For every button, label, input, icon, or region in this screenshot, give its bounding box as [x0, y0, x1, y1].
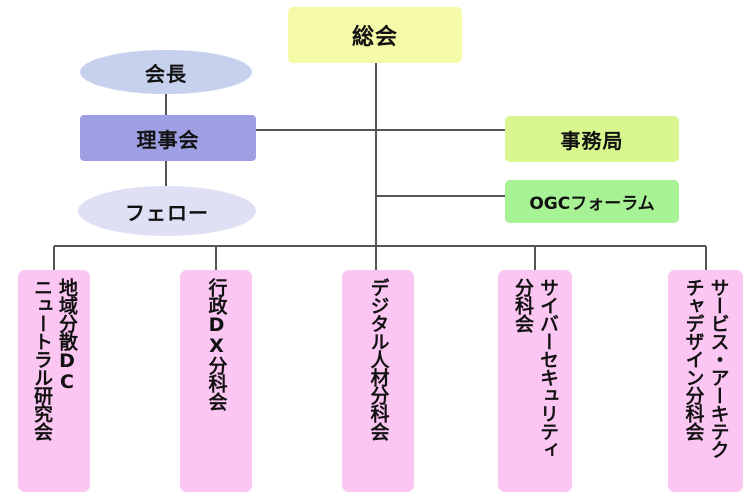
subcommittee-gov-dx: 行政DX分科会 — [180, 270, 252, 492]
subcommittee-label-line: デジタル人材分科会 — [367, 278, 390, 440]
subcommittee-label-line: サイバーセキュリティ — [537, 278, 559, 458]
secretariat-box: 事務局 — [505, 116, 679, 162]
subcommittee-label-line: 地域分散DC — [56, 278, 78, 392]
subcommittee-label-line: チャデザイン分科会 — [682, 278, 705, 440]
secretariat-label: 事務局 — [560, 128, 624, 153]
subcommittee-digital-talent: デジタル人材分科会 — [342, 270, 414, 492]
subcommittee-label-line: サービス・アーキテク — [707, 278, 730, 458]
board-label: 理事会 — [136, 127, 200, 152]
subcommittee-label-line: 分科会 — [512, 278, 534, 332]
ogc-forum-box: OGCフォーラム — [505, 180, 679, 223]
subcommittee-regional-dc: 地域分散DC ニュートラル研究会 — [18, 270, 90, 492]
general-assembly-label: 総会 — [351, 25, 398, 50]
general-assembly-box: 総会 — [288, 7, 462, 63]
chairman-label: 会長 — [145, 61, 187, 86]
subcommittee-service-architecture: サービス・アーキテク チャデザイン分科会 — [668, 270, 743, 492]
subcommittee-label-line: ニュートラル研究会 — [31, 278, 53, 440]
fellow-ellipse: フェロー — [78, 186, 256, 236]
chairman-ellipse: 会長 — [80, 50, 252, 94]
board-box: 理事会 — [80, 115, 256, 161]
fellow-label: フェロー — [125, 200, 209, 225]
subcommittee-label-line: 行政DX分科会 — [205, 278, 228, 410]
ogc-forum-label: OGCフォーラム — [529, 194, 655, 214]
subcommittee-cybersecurity: サイバーセキュリティ 分科会 — [498, 270, 572, 492]
